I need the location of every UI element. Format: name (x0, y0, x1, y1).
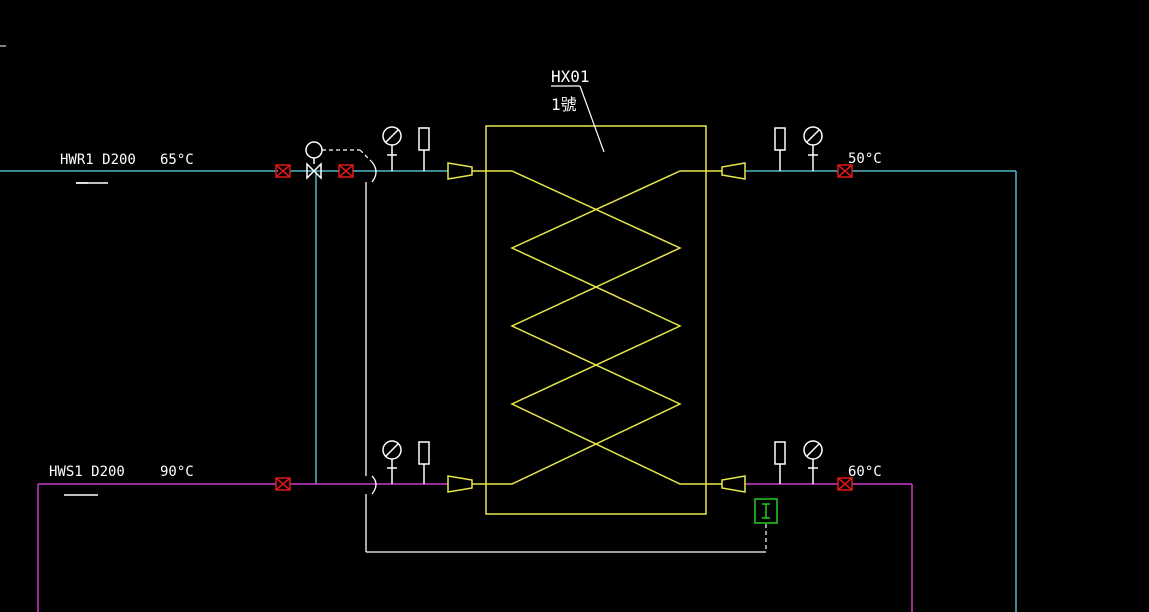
gate-valve-icon[interactable] (275, 477, 291, 491)
return-temp-label: 65°C (160, 152, 194, 168)
control-valve-icon[interactable] (305, 141, 323, 180)
exchanger-tag-line-1: HX01 (551, 67, 590, 86)
reducer-icon (721, 162, 746, 180)
out-top-temp-label: 50°C (848, 151, 882, 167)
reducer-icon (447, 475, 473, 493)
heat-exchanger[interactable] (472, 125, 722, 515)
thermometer-icon (774, 127, 786, 171)
return-pipe-label: HWR1 D200 (60, 152, 136, 168)
gate-valve-icon[interactable] (338, 164, 354, 178)
gate-valve-icon[interactable] (837, 477, 853, 491)
capillary-line (365, 161, 766, 553)
thermometer-icon (774, 441, 786, 484)
gate-valve-icon[interactable] (837, 164, 853, 178)
pressure-gauge-icon (382, 440, 402, 484)
gate-valve-icon[interactable] (275, 164, 291, 178)
supply-line (37, 483, 913, 612)
thermometer-icon (418, 441, 430, 484)
pressure-gauge-icon (803, 440, 823, 484)
reducer-icon (447, 162, 473, 180)
pressure-gauge-icon (803, 126, 823, 171)
temperature-controller-icon[interactable] (754, 498, 778, 524)
exchanger-tag-line-2: 1號 (551, 95, 577, 114)
reducer-icon (721, 475, 746, 493)
out-bottom-temp-label: 60°C (848, 464, 882, 480)
thermometer-icon (418, 127, 430, 171)
return-line (0, 170, 1017, 612)
supply-pipe-label: HWS1 D200 (49, 464, 125, 480)
pressure-gauge-icon (382, 126, 402, 171)
supply-temp-label: 90°C (160, 464, 194, 480)
tag-leader-line (551, 85, 605, 153)
control-signal-line (322, 149, 373, 163)
